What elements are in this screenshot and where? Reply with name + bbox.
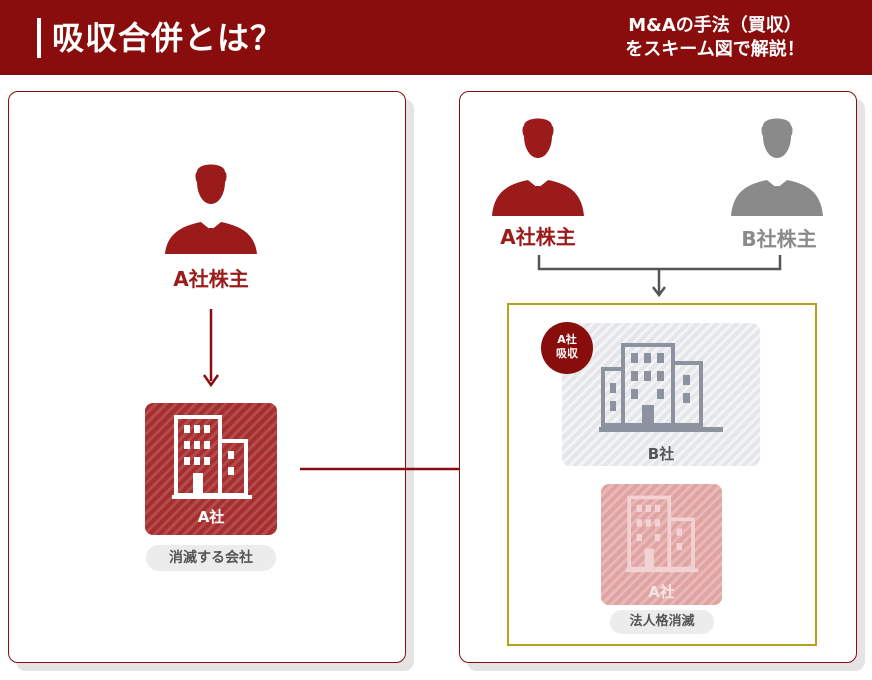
absorb-badge: A社 吸収 — [541, 322, 593, 374]
company-a-label: A社 — [197, 508, 225, 526]
company-a-card: A社 — [145, 403, 277, 535]
status-pill-entity-extinguished: 法人格消滅 — [610, 610, 714, 634]
building-icon — [625, 495, 699, 573]
company-b-card: B社 — [562, 323, 760, 466]
merge-connector — [537, 255, 782, 298]
company-a-dissolved-card: A社 — [601, 484, 722, 605]
absorb-badge-line1: A社 — [557, 333, 577, 346]
header-banner: 吸収合併とは？ M&Aの手法（買収） をスキーム図で解説！ — [0, 0, 872, 75]
header-subtitle-line1: M&Aの手法（買収） — [628, 15, 802, 36]
status-pill-dissolving: 消滅する会社 — [146, 545, 276, 571]
absorb-badge-line2: 吸収 — [556, 347, 578, 360]
person-icon — [492, 118, 584, 216]
company-b-label: B社 — [647, 445, 675, 463]
building-icon — [599, 343, 723, 432]
header-subtitle: M&Aの手法（買収） をスキーム図で解説！ — [600, 14, 830, 62]
building-icon — [172, 415, 252, 499]
person-icon — [165, 164, 257, 254]
page-title: 吸収合併とは？ — [52, 19, 284, 57]
right-shareholder-a-label: A社株主 — [500, 225, 576, 249]
merged-company-frame — [507, 303, 817, 646]
header-subtitle-line2: をスキーム図で解説！ — [625, 39, 805, 60]
header-accent-bar — [37, 18, 41, 58]
left-shareholder-label: A社株主 — [173, 267, 249, 291]
right-shareholder-b-label: B社株主 — [741, 227, 817, 251]
arrow-down-icon — [202, 309, 220, 388]
person-icon — [731, 118, 823, 216]
company-a-dissolved-label: A社 — [648, 583, 675, 601]
